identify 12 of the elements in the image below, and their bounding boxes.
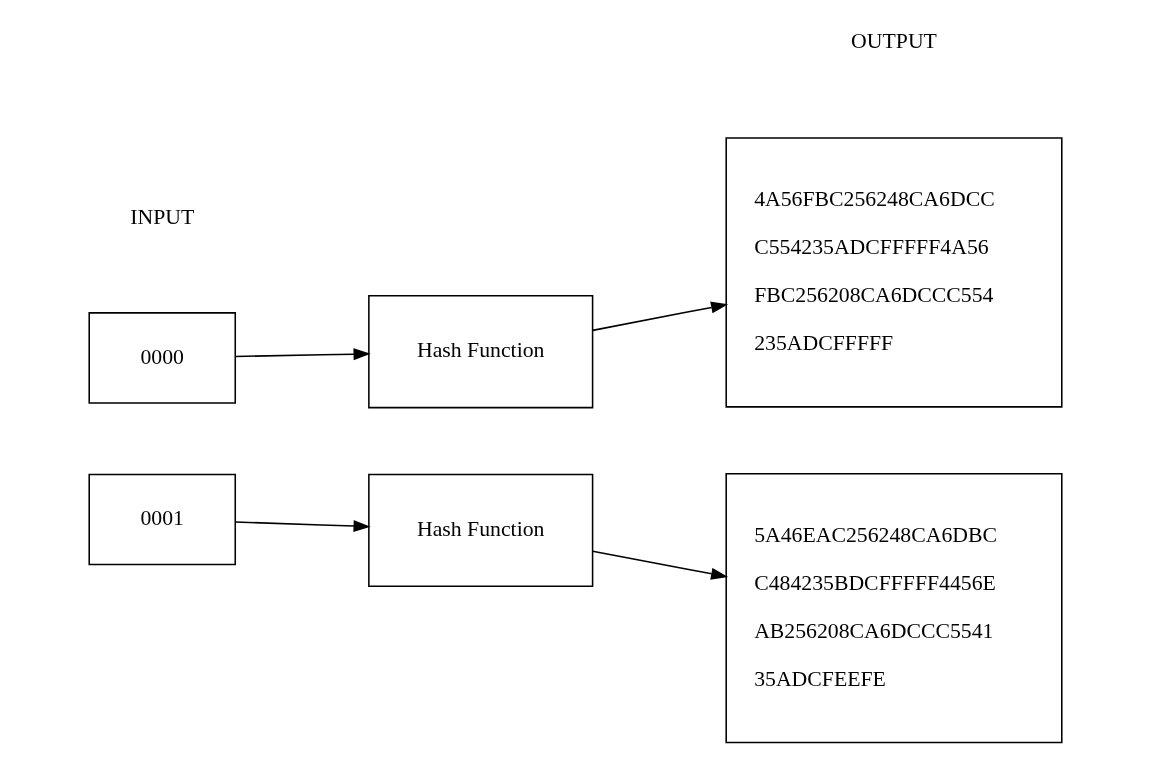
node-box: Hash Function (368, 473, 594, 588)
node-box: 0000 (88, 312, 237, 404)
arrow (591, 550, 729, 580)
node-box: Hash Function (368, 295, 594, 409)
arrow (234, 348, 371, 361)
arrow (234, 520, 371, 533)
node-box: 5A46EAC256248CA6DBC C484235BDCFFFFF4456E AB256208CA6DCCC5541 35ADCFEEFE (725, 472, 1063, 744)
arrow (591, 301, 729, 332)
node-box: 4A56FBC256248CA6DCC C554235ADCFFFFF4A56 FBC256208CA6DCCC554 235ADCFFFFF (725, 137, 1063, 408)
node-box: 0001 (88, 473, 237, 566)
label: INPUT (130, 204, 195, 229)
label: OUTPUT (851, 29, 937, 54)
